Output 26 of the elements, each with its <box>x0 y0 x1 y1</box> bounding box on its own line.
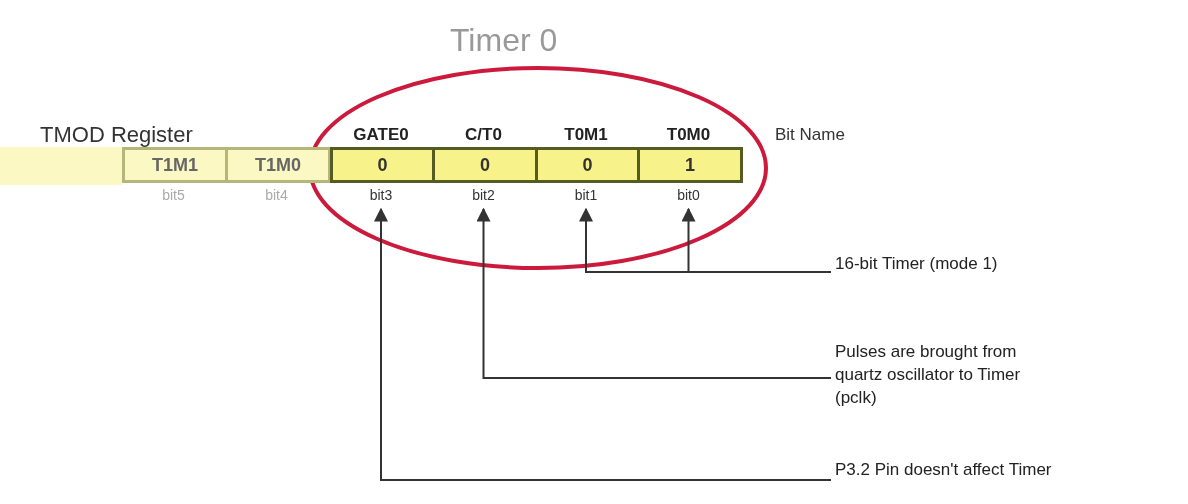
bit-name: GATE0 <box>352 125 410 145</box>
bit-number: bit1 <box>573 187 599 203</box>
title: Timer 0 <box>450 22 558 59</box>
bit-number: bit4 <box>264 187 289 203</box>
register-cell: 0 <box>535 147 640 183</box>
register-cell: 1 <box>637 147 743 183</box>
register-fade-band <box>0 147 122 185</box>
bit-number: bit5 <box>161 187 186 203</box>
bit-number: bit0 <box>676 187 701 203</box>
register-name: TMOD Register <box>40 122 193 148</box>
register-cell: 0 <box>432 147 538 183</box>
register-cell: T1M1 <box>122 147 228 183</box>
register-cell: 0 <box>330 147 435 183</box>
bit-number: bit3 <box>368 187 394 203</box>
column-label: Bit Name <box>775 125 845 145</box>
register-cell: T1M0 <box>225 147 331 183</box>
bit-name: T0M1 <box>563 125 609 145</box>
bit-name: C/T0 <box>464 125 503 145</box>
leader-arrow <box>374 207 832 481</box>
callout-text: P3.2 Pin doesn't affect Timer <box>835 458 1052 481</box>
callout-text: 16-bit Timer (mode 1) <box>835 252 998 275</box>
callout-text: Pulses are brought from quartz oscillator to Timer (pclk) <box>835 340 1065 409</box>
bit-number: bit2 <box>471 187 496 203</box>
bit-name: T0M0 <box>665 125 712 145</box>
leader-arrow <box>476 207 832 379</box>
leader-arrow <box>681 207 832 273</box>
